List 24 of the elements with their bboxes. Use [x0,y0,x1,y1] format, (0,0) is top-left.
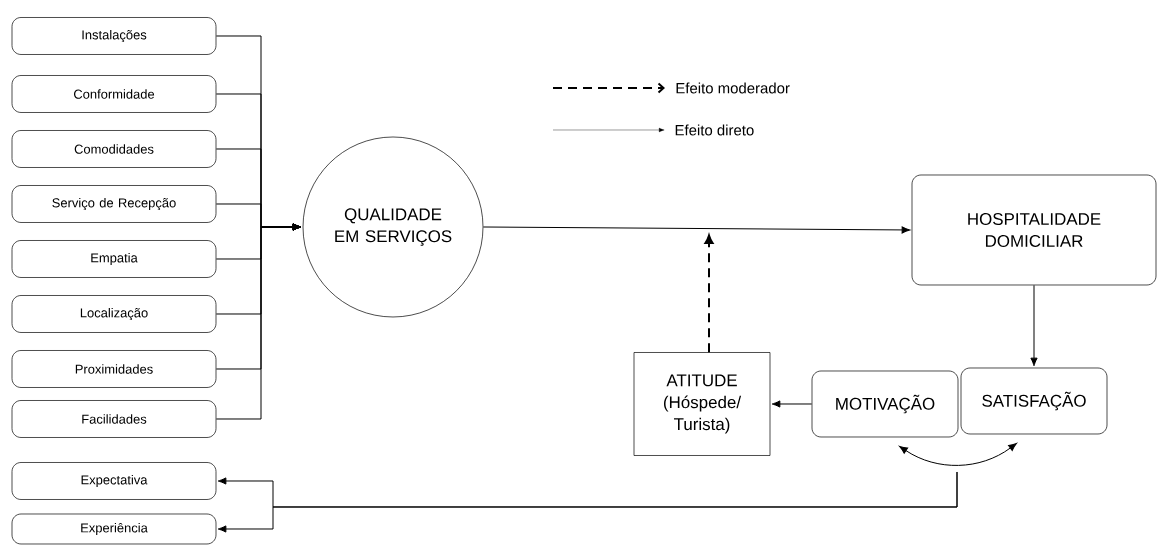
rounded-box: Empatia [11,240,217,278]
box: ATITUDE (Hóspede/ Turista) [633,352,771,456]
rounded-box: MOTIVAÇÃO [811,370,959,438]
rounded-box: Comodidades [11,130,217,168]
circle-node: QUALIDADE EM SERVIÇOS [302,136,484,318]
rounded-box: Instalações [11,17,217,55]
rounded-box: SATISFAÇÃO [960,367,1108,435]
arrow [1030,284,1038,367]
arrow [482,226,911,234]
rounded-box: HOSPITALIDADE DOMICILIAR [911,174,1157,286]
rounded-box: Localização [11,295,217,333]
rounded-box: Serviço de Recepção [11,185,217,223]
rounded-box: Experiência [11,513,217,545]
legend-item: Efeito direto [552,124,754,136]
arrow [217,471,958,533]
rounded-box: Conformidade [11,75,217,113]
dashed-arrow [704,234,714,354]
arrow [771,400,813,408]
arrow [215,223,302,420]
curved-arrow [899,443,1017,466]
rounded-box: Proximidades [11,350,217,388]
legend-item: Efeito moderador [552,82,790,94]
rounded-box: Expectativa [11,462,217,500]
rounded-box: Facilidades [11,400,217,438]
